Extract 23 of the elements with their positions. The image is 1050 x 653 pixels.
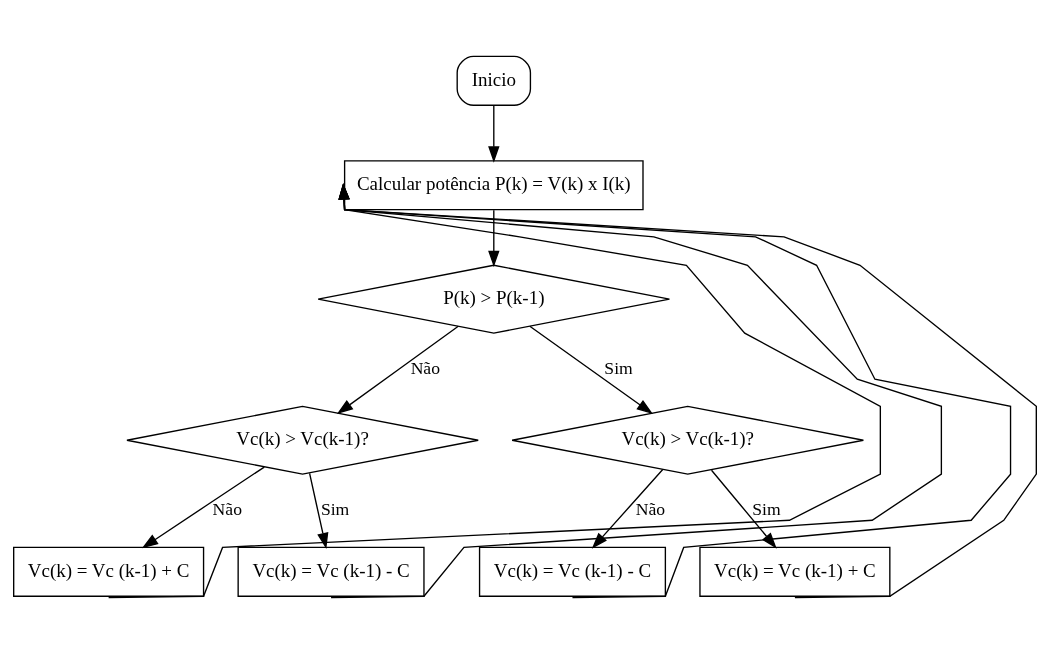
node-diamond: Vc(k) > Vc(k-1)? <box>126 405 479 475</box>
edge-label: Sim <box>320 498 350 519</box>
arrow <box>591 468 664 549</box>
edge-label: Não <box>410 357 440 378</box>
node-box: Vc(k) = Vc (k-1) + C <box>699 546 891 597</box>
node-box: Inicio <box>456 55 532 106</box>
node-box: Vc(k) = Vc (k-1) + C <box>13 546 205 597</box>
node-diamond: P(k) > P(k-1) <box>317 264 671 334</box>
node-box: Vc(k) = Vc (k-1) - C <box>237 546 425 597</box>
edge-label: Sim <box>604 357 633 378</box>
arrow <box>488 104 500 163</box>
arrow <box>336 325 459 414</box>
edge-label: Sim <box>752 498 781 519</box>
arrow <box>488 209 500 267</box>
node-box: Vc(k) = Vc (k-1) - C <box>478 546 667 597</box>
arrow <box>141 465 265 548</box>
arrow <box>308 472 329 549</box>
arrow <box>529 325 653 414</box>
node-diamond: Vc(k) > Vc(k-1)? <box>511 405 865 475</box>
edge-label: Não <box>212 498 242 519</box>
node-box: Calcular potência P(k) = V(k) x I(k) <box>343 159 644 210</box>
edge-label: Não <box>635 498 666 519</box>
arrow <box>107 182 881 598</box>
